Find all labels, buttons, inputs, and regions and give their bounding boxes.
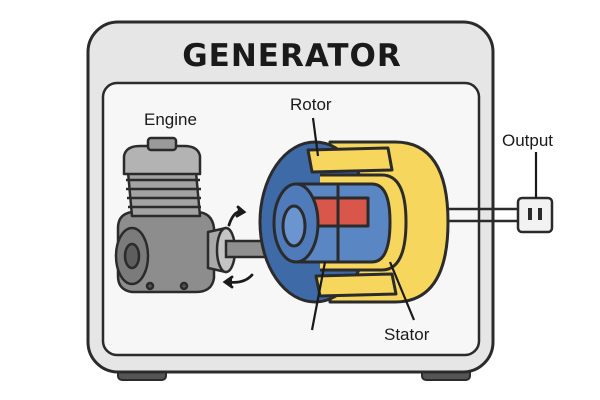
engine xyxy=(114,136,237,294)
rotor-label: Rotor xyxy=(290,95,332,114)
output-socket-icon xyxy=(516,196,554,234)
stator-label: Stator xyxy=(384,325,430,344)
output-label: Output xyxy=(502,131,553,150)
label-leader-lines xyxy=(310,117,538,331)
output-wires xyxy=(448,207,520,223)
diagram-title: GENERATOR xyxy=(182,38,402,74)
engine-label: Engine xyxy=(144,110,197,129)
rotation-arrow-icon xyxy=(222,205,254,289)
rotor xyxy=(272,182,392,264)
